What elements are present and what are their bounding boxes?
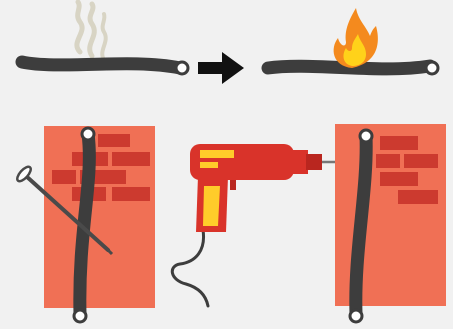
wire-end <box>426 62 438 74</box>
flame-icon <box>334 8 378 68</box>
drilled-wall <box>335 124 446 322</box>
smoking-wire <box>22 62 188 74</box>
smoke-icon <box>77 2 106 60</box>
cable-bottom-end <box>74 310 86 322</box>
drill-cord <box>172 230 208 306</box>
arrow-right-icon <box>198 52 244 84</box>
cable-top-end <box>360 130 372 142</box>
wire-end <box>176 62 188 74</box>
cable-bottom-end <box>350 310 362 322</box>
cable-top-end <box>82 128 94 140</box>
nail-in-wall <box>15 126 155 322</box>
